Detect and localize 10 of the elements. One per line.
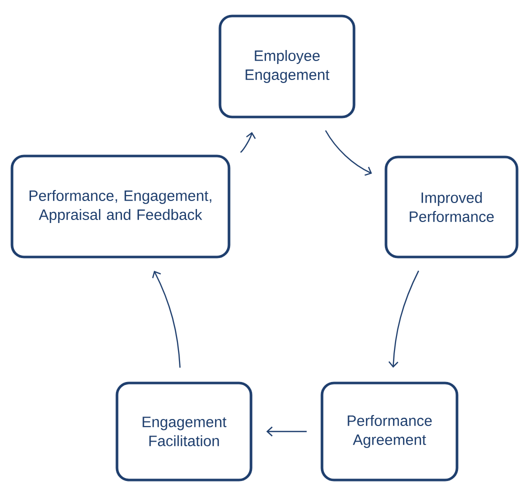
process-box: Improved Performance	[384, 156, 518, 258]
process-box: Performance, Engagement, Appraisal and Feedback	[10, 154, 230, 258]
process-box: Performance Agreement	[320, 382, 458, 482]
arrow	[388, 270, 420, 368]
process-box: Employee Engagement	[218, 14, 356, 118]
process-box: Engagement Facilitation	[116, 382, 252, 482]
arrow	[266, 426, 307, 436]
arrow	[325, 130, 372, 176]
arrow	[240, 132, 256, 153]
arrow	[152, 270, 181, 368]
